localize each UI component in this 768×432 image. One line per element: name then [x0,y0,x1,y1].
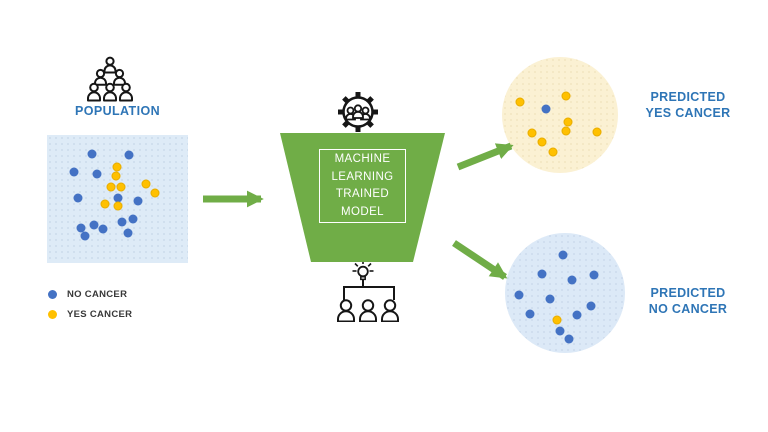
yellow-dot [563,117,573,127]
predicted-no-label: PREDICTED NO CANCER [628,286,748,317]
yellow-dot [592,127,602,137]
population-pyramid-icon [87,56,133,102]
blue-dot [572,310,582,320]
predicted-no-circle [505,233,625,353]
blue-dot [558,250,568,260]
blue-dot [76,223,86,233]
legend-label: YES CANCER [67,308,133,320]
no-cancer-dot-icon [48,289,57,299]
legend-item-no-cancer: NO CANCER [48,284,132,304]
yellow-dot [552,315,562,325]
blue-dot [117,217,127,227]
blue-dot [123,228,133,238]
predicted-yes-circle [502,57,618,173]
yellow-dot [106,182,116,192]
yellow-dot [100,199,110,209]
blue-dot [586,301,596,311]
blue-dot [133,196,143,206]
population-label: POPULATION [74,104,161,118]
blue-dot [98,224,108,234]
yellow-dot [527,128,537,138]
model-label-line: TRAINED [335,188,390,200]
blue-dot [545,294,555,304]
arrow-model-to-no [452,240,508,280]
legend-label: NO CANCER [67,288,128,300]
blue-dot [567,275,577,285]
yellow-dot [537,137,547,147]
blue-dot [514,290,524,300]
yellow-dot [116,182,126,192]
predicted-yes-label: PREDICTED YES CANCER [628,90,748,121]
predicted-yes-line: PREDICTED [650,90,726,104]
yellow-dot [141,179,151,189]
model-label-box: MACHINE LEARNING TRAINED MODEL [319,149,406,223]
model-label-line: MACHINE [334,153,391,165]
yes-cancer-dot-icon [48,309,57,319]
blue-dot [73,193,83,203]
yellow-dot [111,171,121,181]
blue-dot [80,231,90,241]
yellow-dot [561,126,571,136]
blue-dot [124,150,134,160]
predicted-no-line: NO CANCER [648,301,728,316]
blue-dot [589,270,599,280]
yellow-dot [561,91,571,101]
blue-dot [564,334,574,344]
predicted-no-line: PREDICTED [650,286,726,300]
yellow-dot [548,147,558,157]
arrow-model-to-yes [456,142,514,171]
blue-dot [87,149,97,159]
gear-team-icon [338,92,378,132]
yellow-dot [113,201,123,211]
legend-item-yes-cancer: YES CANCER [48,304,132,324]
blue-dot [113,193,123,203]
blue-dot [541,104,551,114]
yellow-dot [515,97,525,107]
legend: NO CANCER YES CANCER [48,284,132,324]
predicted-yes-line: YES CANCER [645,105,731,120]
blue-dot [89,220,99,230]
blue-dot [525,309,535,319]
blue-dot [92,169,102,179]
blue-dot [537,269,547,279]
yellow-dot [150,188,160,198]
team-idea-icon [337,260,399,322]
population-sample-box [47,135,188,263]
blue-dot [128,214,138,224]
yellow-dot [112,162,122,172]
blue-dot [69,167,79,177]
blue-dot [555,326,565,336]
model-label-line: MODEL [341,205,384,218]
model-label-line: LEARNING [331,170,394,183]
